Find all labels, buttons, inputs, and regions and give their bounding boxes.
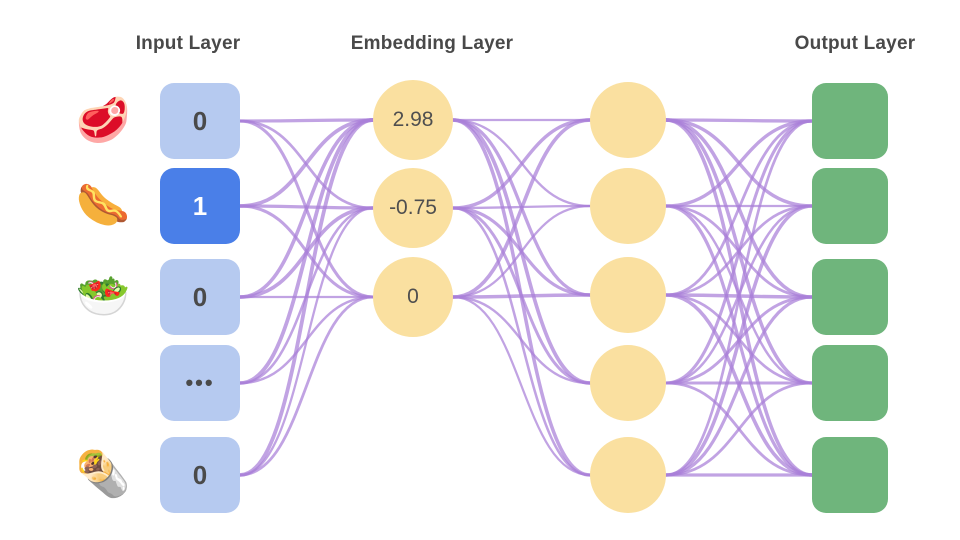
embedding-node-value: 0 [407, 285, 419, 308]
embedding-node-1[interactable]: 2.98 [373, 80, 453, 160]
steak-icon: 🥩 [75, 96, 131, 145]
embedding-node-3[interactable]: 0 [373, 257, 453, 337]
hidden-node-5[interactable] [590, 437, 666, 513]
embedding-node-2[interactable]: -0.75 [373, 168, 453, 248]
output-node-3[interactable] [812, 259, 888, 335]
input-node-3[interactable]: 0 [160, 259, 240, 335]
input-node-value: 1 [192, 190, 208, 221]
hidden-node-3[interactable] [590, 257, 666, 333]
output-node-4[interactable] [812, 345, 888, 421]
input-node-value: ••• [185, 370, 215, 395]
output-node-1[interactable] [812, 83, 888, 159]
hidden-node-4[interactable] [590, 345, 666, 421]
salad-icon: 🥗 [75, 272, 131, 321]
input-layer-title: Input Layer [135, 33, 241, 54]
input-node-4[interactable]: ••• [160, 345, 240, 421]
hotdog-icon: 🌭 [75, 181, 131, 230]
input-node-2[interactable]: 1 [160, 168, 240, 244]
embedding-node-value: -0.75 [389, 196, 437, 219]
output-node-2[interactable] [812, 168, 888, 244]
input-node-5[interactable]: 0 [160, 437, 240, 513]
embedding-layer-title: Embedding Layer [350, 33, 514, 54]
burrito-icon: 🌯 [75, 450, 131, 499]
hidden-node-1[interactable] [590, 82, 666, 158]
input-node-value: 0 [192, 105, 208, 136]
input-node-1[interactable]: 0 [160, 83, 240, 159]
hidden-node-2[interactable] [590, 168, 666, 244]
embedding-node-value: 2.98 [392, 108, 434, 131]
output-node-5[interactable] [812, 437, 888, 513]
input-node-value: 0 [192, 459, 208, 490]
output-layer-title: Output Layer [794, 33, 916, 54]
input-node-value: 0 [192, 281, 208, 312]
